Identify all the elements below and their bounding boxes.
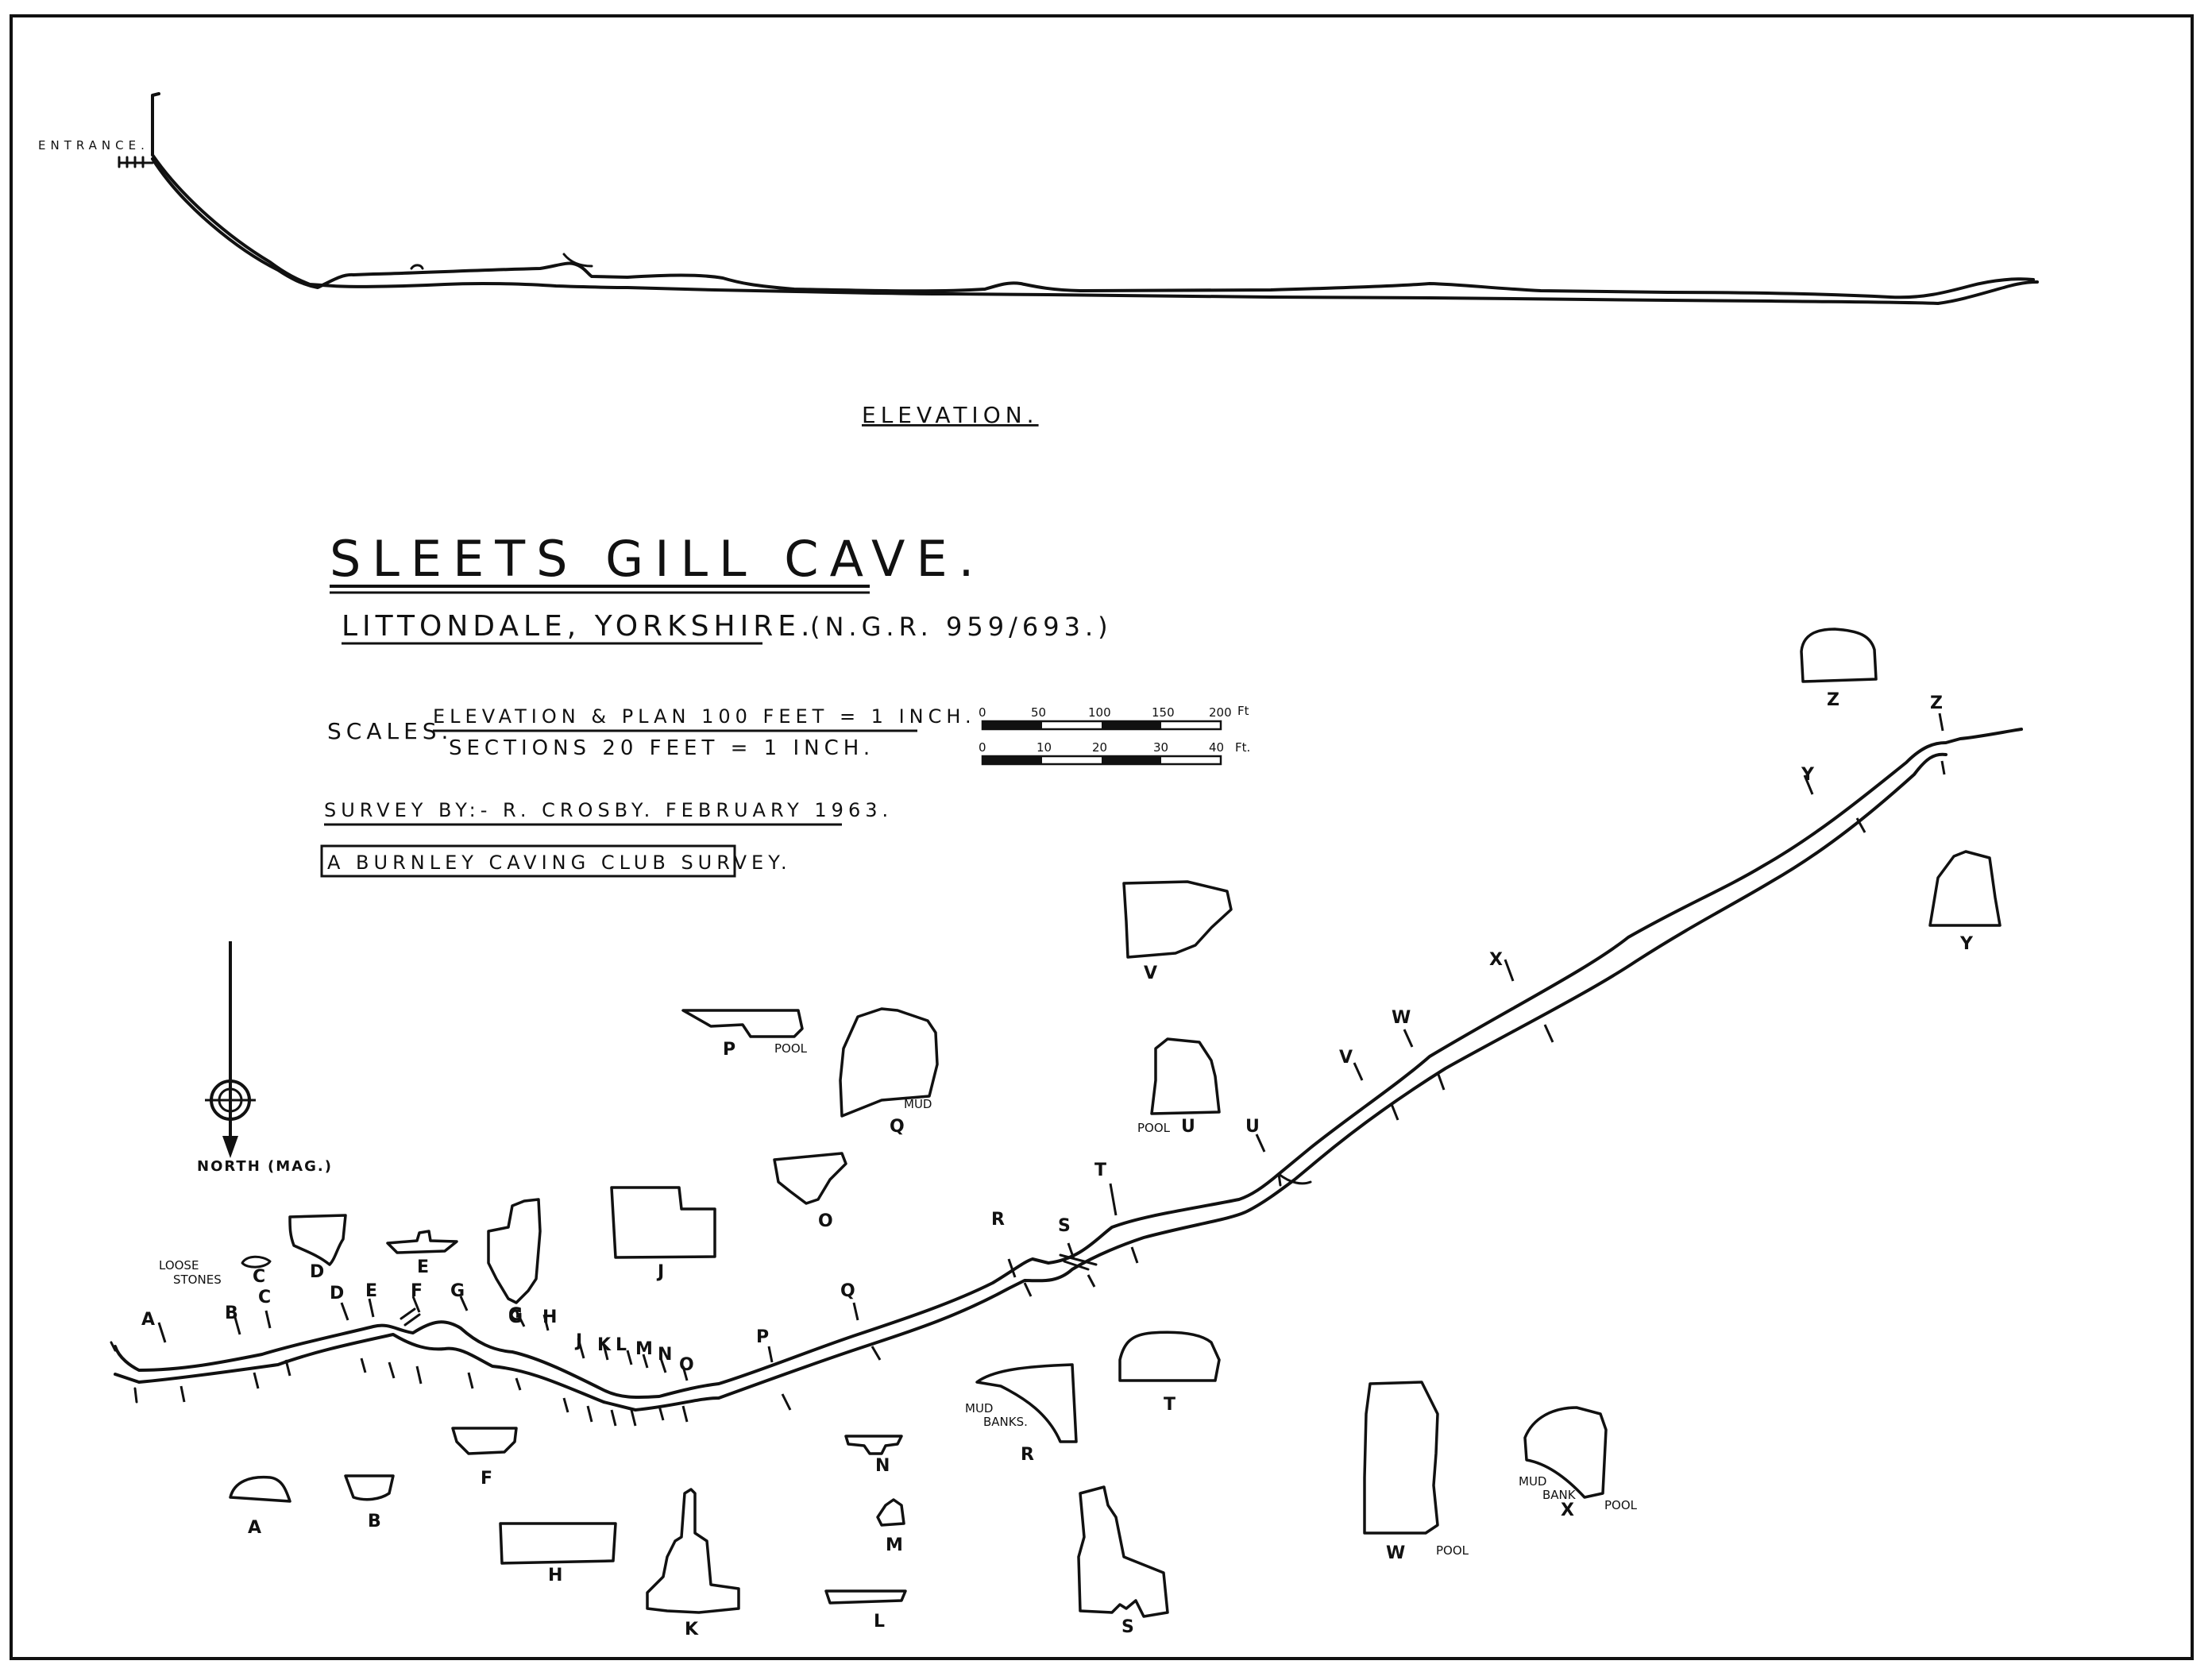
svg-text:R: R xyxy=(1021,1445,1034,1465)
svg-text:100: 100 xyxy=(1088,705,1111,720)
svg-text:O: O xyxy=(818,1211,833,1231)
svg-text:Y: Y xyxy=(1959,934,1974,954)
svg-text:G: G xyxy=(508,1305,523,1325)
svg-text:Ft: Ft xyxy=(1237,704,1249,718)
north-arrow xyxy=(205,941,256,1158)
svg-text:Q: Q xyxy=(890,1117,905,1137)
svg-text:B: B xyxy=(225,1303,238,1323)
svg-text:M: M xyxy=(886,1535,903,1555)
grid-reference: (N.G.R. 959/693.) xyxy=(810,612,1113,642)
svg-text:V: V xyxy=(1339,1048,1353,1068)
svg-text:G: G xyxy=(508,1307,523,1327)
svg-text:10: 10 xyxy=(1037,740,1052,755)
cross-sections: A B C D E F G H J K L M N xyxy=(229,628,2002,1639)
svg-text:W: W xyxy=(1386,1543,1405,1563)
location-text: LITTONDALE, YORKSHIRE. xyxy=(342,610,814,643)
svg-text:POOL: POOL xyxy=(1137,1121,1171,1135)
loose-stones-mark xyxy=(241,1255,272,1269)
svg-text:J: J xyxy=(656,1262,664,1282)
svg-text:MUD: MUD xyxy=(965,1401,993,1415)
svg-text:BANK: BANK xyxy=(1542,1488,1577,1502)
svg-text:POOL: POOL xyxy=(1604,1498,1638,1512)
svg-text:H: H xyxy=(542,1307,557,1327)
svg-text:T: T xyxy=(1164,1395,1175,1415)
scale-bar-sections: 0 10 20 30 40 Ft. xyxy=(979,740,1250,766)
svg-text:K: K xyxy=(685,1620,699,1639)
svg-text:S: S xyxy=(1058,1216,1071,1236)
svg-text:30: 30 xyxy=(1153,740,1168,755)
svg-text:0: 0 xyxy=(979,740,986,755)
entrance-label: ENTRANCE. xyxy=(38,138,149,153)
svg-text:Z: Z xyxy=(1827,690,1839,710)
svg-text:50: 50 xyxy=(1031,705,1046,720)
svg-text:T: T xyxy=(1094,1161,1106,1180)
plan-passage xyxy=(110,728,2023,1412)
svg-text:P: P xyxy=(723,1040,735,1060)
svg-text:S: S xyxy=(1121,1617,1134,1637)
svg-text:L: L xyxy=(874,1612,885,1632)
svg-text:POOL: POOL xyxy=(774,1041,808,1056)
plan-station-ticks xyxy=(157,713,1946,1427)
svg-text:F: F xyxy=(411,1281,423,1301)
survey-title: SLEETS GILL CAVE. xyxy=(330,530,985,588)
svg-text:Ft.: Ft. xyxy=(1235,740,1250,755)
svg-text:N: N xyxy=(658,1345,672,1365)
scale-bar-plan: 0 50 100 150 200 Ft xyxy=(979,704,1249,731)
elevation-title: ELEVATION. xyxy=(862,402,1039,428)
svg-text:150: 150 xyxy=(1152,705,1175,720)
svg-text:D: D xyxy=(330,1284,344,1303)
scales-label: SCALES. xyxy=(327,718,453,744)
svg-text:U: U xyxy=(1245,1117,1260,1137)
svg-text:F: F xyxy=(481,1469,492,1489)
svg-text:A: A xyxy=(248,1518,261,1538)
svg-text:20: 20 xyxy=(1092,740,1107,755)
svg-text:V: V xyxy=(1144,964,1157,983)
svg-text:X: X xyxy=(1561,1500,1574,1520)
survey-by-text: SURVEY BY:- R. CROSBY. FEBRUARY 1963. xyxy=(324,799,893,821)
svg-text:Q: Q xyxy=(840,1281,855,1301)
svg-text:G: G xyxy=(450,1281,465,1301)
svg-text:D: D xyxy=(310,1262,324,1282)
svg-text:MUD: MUD xyxy=(904,1097,932,1111)
svg-text:J: J xyxy=(574,1331,582,1351)
svg-text:E: E xyxy=(417,1257,429,1277)
svg-text:O: O xyxy=(679,1355,694,1375)
svg-text:C: C xyxy=(258,1288,271,1307)
svg-text:A: A xyxy=(141,1310,155,1330)
svg-text:H: H xyxy=(548,1566,562,1585)
svg-text:BANKS.: BANKS. xyxy=(983,1415,1028,1429)
plan-scale-text: ELEVATION & PLAN 100 FEET = 1 INCH. xyxy=(433,705,976,728)
svg-text:Y: Y xyxy=(1801,765,1815,785)
svg-text:B: B xyxy=(368,1512,381,1531)
svg-text:R: R xyxy=(991,1210,1005,1230)
club-box xyxy=(320,844,736,878)
drawing-border xyxy=(10,14,2194,1660)
svg-text:L: L xyxy=(616,1335,627,1355)
svg-text:POOL: POOL xyxy=(1436,1543,1469,1558)
north-label: NORTH (MAG.) xyxy=(197,1158,333,1175)
svg-text:Z: Z xyxy=(1930,693,1943,713)
svg-text:E: E xyxy=(365,1281,377,1301)
section-scale-text: SECTIONS 20 FEET = 1 INCH. xyxy=(449,736,874,760)
svg-text:C: C xyxy=(253,1267,265,1287)
svg-text:U: U xyxy=(1181,1117,1195,1137)
svg-text:X: X xyxy=(1489,950,1503,970)
svg-text:W: W xyxy=(1392,1008,1411,1028)
svg-text:40: 40 xyxy=(1209,740,1224,755)
club-text: A BURNLEY CAVING CLUB SURVEY. xyxy=(327,852,792,874)
elevation-profile xyxy=(118,92,2039,305)
svg-text:200: 200 xyxy=(1209,705,1232,720)
svg-text:P: P xyxy=(756,1327,769,1347)
loose-stones-label: LOOSE xyxy=(159,1258,199,1273)
svg-text:M: M xyxy=(635,1339,653,1359)
svg-text:MUD: MUD xyxy=(1519,1474,1546,1489)
plan-station-letters: A B C D E F G G H J K L M N O P Q R S T … xyxy=(141,693,1943,1375)
svg-text:N: N xyxy=(875,1456,890,1476)
svg-text:STONES: STONES xyxy=(173,1273,222,1287)
svg-text:K: K xyxy=(597,1335,612,1355)
svg-text:0: 0 xyxy=(979,705,986,720)
